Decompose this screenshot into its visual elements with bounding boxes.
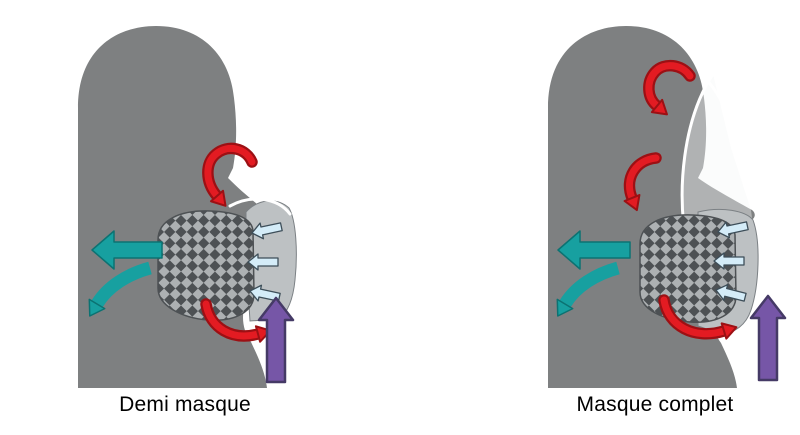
face-seal-leak-arrows-blue [247,222,283,302]
seal-leak-arrow [249,284,281,302]
leak-arrow-chin-red [658,294,738,340]
leak-arrowhead [623,194,641,212]
leak-arrowhead [209,189,227,207]
mask-edge-highlight [228,197,292,216]
exhalation-arrow-teal [556,230,631,317]
exhalation-arrow-teal [88,230,163,317]
masque-complet-diagram [548,26,787,388]
seal-leak-arrow [717,221,749,239]
face-seal-leak-arrows-blue [713,221,749,302]
masque-complet-label: Masque complet [576,393,734,416]
visor-front-edge [705,78,748,166]
leak-arrow-stroke [645,62,694,110]
seal-leak-arrow [715,284,747,302]
seal-leak-arrow [713,252,745,270]
demi-masque-label: Demi masque [119,393,251,416]
seal-leak-arrow [247,253,279,271]
exhalation-arrowhead [88,298,106,317]
exhalation-arrow-straight [91,230,163,270]
exhalation-arrowhead [556,298,574,317]
exhalation-arrow-straight [557,230,631,270]
leak-arrow-stroke [202,300,262,340]
inhalation-arrow-purple [749,294,787,382]
leak-arrow-cheek-red [623,152,662,212]
leak-arrow-nose-red [202,142,258,207]
exhalation-arrow-curve [91,261,152,308]
leak-arrow-forehead-red [643,59,696,116]
masque-complet-figure: Masque complet [400,0,800,435]
leak-arrow-chin-red [200,298,272,343]
leak-arrow-stroke [660,296,728,338]
leak-arrow-stroke [204,144,256,200]
leak-arrowhead [650,98,668,116]
leak-arrowhead [720,322,738,340]
demi-masque-figure: Demi masque [78,26,297,416]
seal-leak-arrow [251,222,283,240]
demi-masque-diagram [78,26,297,388]
exhalation-arrow-curve [559,261,620,308]
leak-arrow-stroke [626,154,660,202]
inhalation-arrow-purple [257,296,295,384]
